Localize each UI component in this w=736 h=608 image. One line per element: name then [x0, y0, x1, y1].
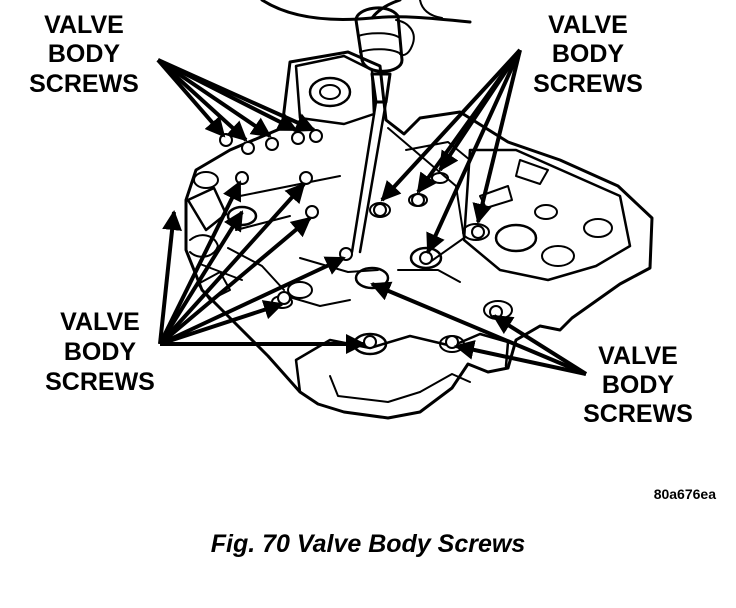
callout-line: BODY [552, 40, 625, 68]
figure-code: 80a676ea [654, 486, 717, 502]
callout-line: SCREWS [533, 70, 643, 98]
callout-line: BODY [602, 371, 675, 399]
callout-line: SCREWS [583, 400, 693, 428]
figure-caption: Fig. 70 Valve Body Screws [211, 530, 526, 558]
callout-line: BODY [64, 338, 137, 366]
callout-line: VALVE [44, 11, 124, 39]
callout-bottom-left: VALVE BODY SCREWS [45, 308, 155, 396]
callout-line: VALVE [60, 308, 140, 336]
callout-arrows [156, 48, 588, 376]
callout-line: SCREWS [29, 70, 139, 98]
callout-line: SCREWS [45, 368, 155, 396]
callout-top-right: VALVE BODY SCREWS [533, 11, 643, 98]
callout-line: BODY [48, 40, 121, 68]
callout-bottom-right: VALVE BODY SCREWS [583, 342, 693, 428]
callout-line: VALVE [598, 342, 678, 370]
callout-top-left: VALVE BODY SCREWS [29, 11, 139, 98]
callout-line: VALVE [548, 11, 628, 39]
